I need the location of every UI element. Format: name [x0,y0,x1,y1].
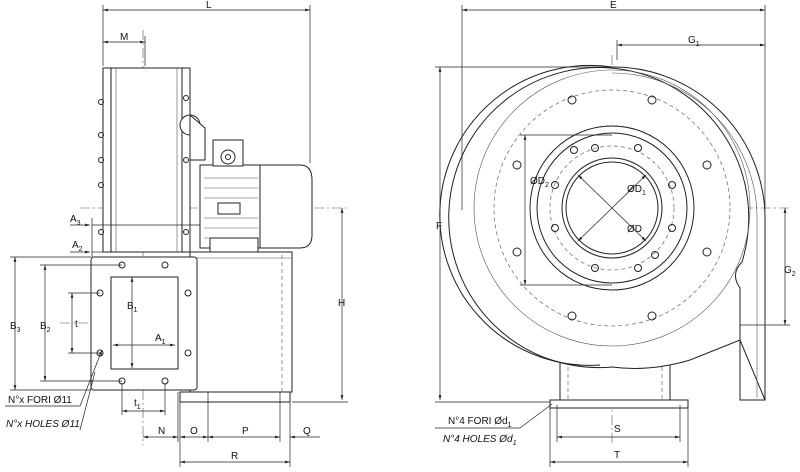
motor [199,139,313,253]
dim-L: L [206,0,212,11]
dim-R: R [231,451,238,462]
base-foot [179,391,291,403]
bolt-holes [512,95,712,321]
note-holes-italian: N°x FORI Ø11 [8,395,72,406]
dim-E: E [610,0,617,11]
dim-H: H [338,298,345,309]
spiral-housing [439,64,766,401]
dim-A2: A2 [72,240,83,253]
fan-housing-side [98,67,206,253]
note-holes-english: N°x HOLES Ø11 [6,419,80,430]
dim-G1: G1 [688,35,700,48]
dim-B2: B2 [40,321,51,334]
side-view: L M A3 A2 B3 B2 t B1 A1 t1 N O P Q R H N… [5,0,350,467]
dim-B1: B1 [127,301,138,314]
front-view: E G1 F G2 ØD2 ØD1 ØD S T N°4 FORI Ød1 N°… [435,0,796,467]
dim-A3: A3 [70,214,81,227]
dim-O: O [190,426,198,437]
dim-G2: G2 [784,265,796,278]
note-holes-english-front: N°4 HOLES Ød1 [443,434,517,447]
dim-N: N [158,426,165,437]
dim-t1: t1 [134,398,141,411]
support-frame [189,251,293,393]
dim-B3: B3 [10,321,21,334]
dim-D: ØD [627,224,642,235]
dim-A1: A1 [155,333,166,346]
inlet-flange-plate [90,256,198,391]
dim-M: M [120,32,128,43]
dim-Q: Q [303,426,311,437]
dim-T: T [614,450,620,461]
dim-P: P [242,426,249,437]
dim-F: F [436,221,442,232]
dim-S: S [614,424,621,435]
dim-D2: ØD2 [530,176,549,189]
dim-t: t [75,319,78,330]
pedestal-foot [549,399,689,409]
note-holes-italian-front: N°4 FORI Ød1 [448,416,512,429]
dim-D1: ØD1 [627,184,646,197]
